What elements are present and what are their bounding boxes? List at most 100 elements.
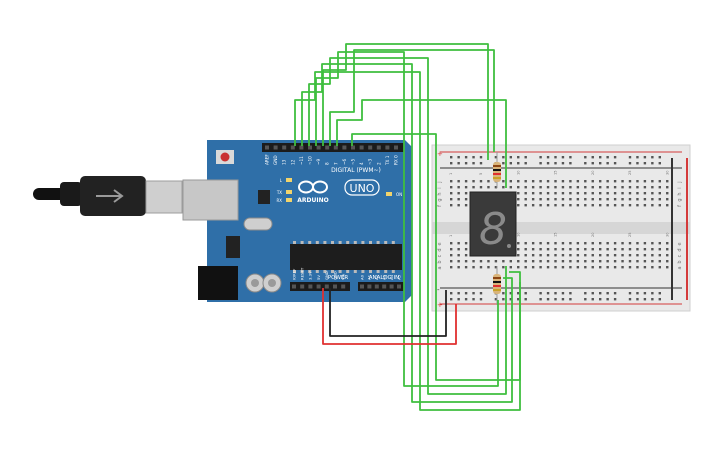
rail-hole[interactable] [651,156,654,159]
breadboard-hole[interactable] [546,266,550,269]
resistor-bottom[interactable] [493,266,501,305]
breadboard-hole[interactable] [546,186,550,189]
breadboard-hole[interactable] [539,192,542,195]
wire-red-5v[interactable] [322,288,457,345]
rail-hole[interactable] [479,156,483,159]
rail-hole[interactable] [517,162,520,165]
digital-header[interactable] [262,143,404,152]
breadboard-hole[interactable] [561,248,565,251]
breadboard-hole[interactable] [643,248,647,251]
rail-hole[interactable] [472,298,475,301]
rail-hole[interactable] [457,292,460,295]
breadboard-hole[interactable] [606,242,609,245]
rail-hole[interactable] [561,162,565,165]
breadboard-hole[interactable] [576,192,580,195]
rail-hole[interactable] [643,292,647,295]
power-pin-hole[interactable] [308,284,313,289]
breadboard-hole[interactable] [472,260,475,263]
breadboard-hole[interactable] [450,192,453,195]
wire-green-7[interactable] [336,99,507,188]
analog-pin-hole[interactable] [360,284,364,289]
rail-hole[interactable] [502,298,505,301]
breadboard-hole[interactable] [531,248,535,251]
breadboard-hole[interactable] [487,186,490,189]
breadboard-hole[interactable] [561,254,565,257]
breadboard-hole[interactable] [636,180,639,183]
wire-green-6[interactable] [329,49,495,152]
rail-hole[interactable] [599,162,602,165]
breadboard-hole[interactable] [464,192,468,195]
breadboard-hole[interactable] [569,198,572,201]
breadboard-hole[interactable] [643,186,647,189]
breadboard-hole[interactable] [554,192,557,195]
breadboard-hole[interactable] [502,266,505,269]
breadboard-hole[interactable] [524,192,527,195]
breadboard-hole[interactable] [517,204,520,207]
breadboard-hole[interactable] [464,266,468,269]
breadboard-hole[interactable] [569,192,572,195]
breadboard-hole[interactable] [479,260,483,263]
breadboard-hole[interactable] [584,192,587,195]
digital-pin-hole[interactable] [394,145,398,150]
breadboard-hole[interactable] [628,180,632,183]
rail-hole[interactable] [643,298,647,301]
breadboard-hole[interactable] [450,180,453,183]
wire-green-4[interactable] [315,51,499,387]
breadboard-hole[interactable] [651,192,654,195]
rail-hole[interactable] [561,292,565,295]
breadboard-hole[interactable] [457,180,460,183]
breadboard-hole[interactable] [628,248,632,251]
breadboard-hole[interactable] [591,242,594,245]
breadboard-hole[interactable] [666,242,669,245]
power-pin-hole[interactable] [341,284,346,289]
breadboard-hole[interactable] [464,186,468,189]
rail-hole[interactable] [636,292,639,295]
breadboard-hole[interactable] [628,192,632,195]
breadboard-hole[interactable] [628,254,632,257]
breadboard-hole[interactable] [666,254,669,257]
breadboard-hole[interactable] [621,204,624,207]
rail-hole[interactable] [479,298,483,301]
breadboard-hole[interactable] [561,260,565,263]
breadboard-hole[interactable] [651,186,654,189]
breadboard-hole[interactable] [517,266,520,269]
breadboard-hole[interactable] [591,204,594,207]
digital-pin-hole[interactable] [359,145,364,150]
wires[interactable] [294,43,521,411]
wire-green-5[interactable] [322,43,489,160]
breadboard-hole[interactable] [591,186,594,189]
breadboard-hole[interactable] [591,254,594,257]
breadboard-hole[interactable] [599,204,602,207]
breadboard-hole[interactable] [569,266,572,269]
breadboard-hole[interactable] [479,266,483,269]
breadboard-hole[interactable] [658,186,661,189]
breadboard-hole[interactable] [651,242,654,245]
breadboard-hole[interactable] [569,204,572,207]
breadboard-hole[interactable] [621,242,624,245]
power-pin-hole[interactable] [324,284,329,289]
breadboard-hole[interactable] [621,254,624,257]
rail-hole[interactable] [591,298,594,301]
rail-hole[interactable] [464,298,468,301]
breadboard-hole[interactable] [621,198,624,201]
breadboard-hole[interactable] [457,260,460,263]
breadboard-hole[interactable] [546,192,550,195]
breadboard-hole[interactable] [502,180,505,183]
breadboard-hole[interactable] [613,242,617,245]
breadboard-hole[interactable] [561,204,565,207]
breadboard-hole[interactable] [621,186,624,189]
breadboard-hole[interactable] [621,248,624,251]
wire-green-8[interactable] [351,133,521,381]
breadboard-hole[interactable] [546,254,550,257]
digital-pin-hole[interactable] [290,145,295,150]
rail-hole[interactable] [591,156,594,159]
breadboard-hole[interactable] [494,260,498,263]
rail-hole[interactable] [546,162,550,165]
breadboard-hole[interactable] [554,248,557,251]
breadboard-hole[interactable] [599,266,602,269]
breadboard-hole[interactable] [636,198,639,201]
rail-hole[interactable] [472,156,475,159]
breadboard-hole[interactable] [472,186,475,189]
rail-hole[interactable] [651,298,654,301]
